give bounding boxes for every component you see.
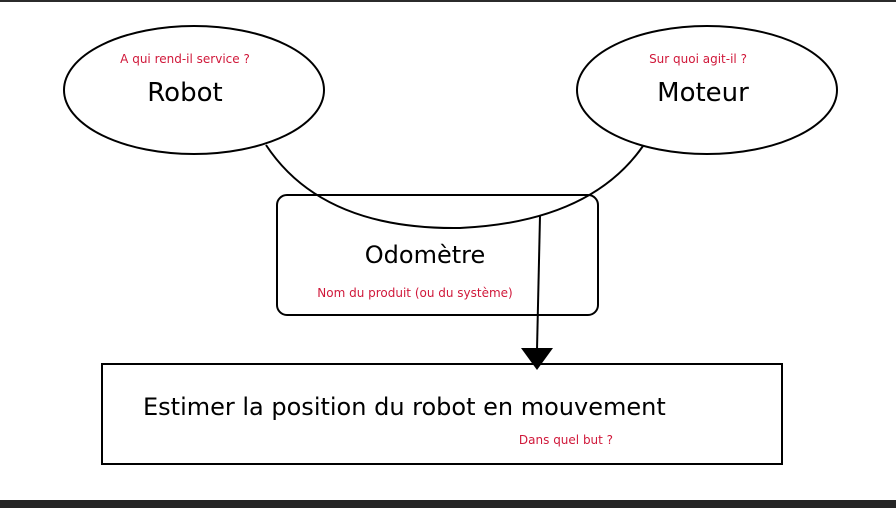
top-border <box>0 0 896 2</box>
robot-label: Robot <box>147 78 222 108</box>
arrow-shaft <box>536 215 541 351</box>
moteur-label: Moteur <box>657 78 749 108</box>
goal-note: Dans quel but ? <box>519 433 613 447</box>
arrow-head <box>521 348 553 370</box>
connecting-arc <box>265 144 644 230</box>
robot-ellipse <box>63 25 325 155</box>
goal-box <box>101 363 783 465</box>
robot-note: A qui rend-il service ? <box>120 52 250 66</box>
odometre-label: Odomètre <box>365 241 485 269</box>
moteur-ellipse <box>576 25 838 155</box>
goal-label: Estimer la position du robot en mouvemen… <box>143 393 666 421</box>
odometre-note: Nom du produit (ou du système) <box>317 286 513 300</box>
odometre-box <box>276 194 599 316</box>
moteur-note: Sur quoi agit-il ? <box>649 52 747 66</box>
bottom-border <box>0 500 896 508</box>
